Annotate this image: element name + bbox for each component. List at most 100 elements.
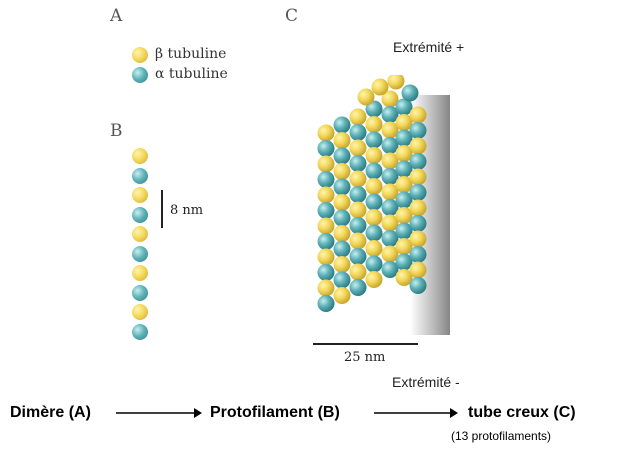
beta-subunit	[333, 132, 351, 149]
alpha-subunit	[409, 215, 427, 232]
alpha-subunit	[395, 222, 413, 240]
beta-subunit	[381, 152, 399, 170]
panel-label-b: B	[110, 121, 123, 141]
plus-end-label: Extrémité +	[393, 39, 465, 55]
beta-subunit	[395, 176, 413, 193]
beta-subunit	[317, 155, 335, 173]
panel-label-c: C	[285, 6, 299, 26]
scale-label-25nm: 25 nm	[344, 350, 386, 365]
beta-subunit	[317, 124, 335, 142]
beta-subunit	[333, 225, 351, 242]
beta-subunit	[395, 114, 413, 131]
alpha-subunit	[349, 155, 367, 172]
alpha-subunit	[132, 323, 148, 340]
beta-subunit	[333, 256, 351, 273]
beta-subunit	[381, 214, 399, 232]
beta-subunit	[317, 279, 335, 297]
beta-subunit	[333, 194, 351, 211]
beta-subunit	[333, 163, 351, 180]
alpha-subunit	[409, 184, 427, 201]
beta-subunit	[349, 201, 367, 219]
arrow-right-icon	[116, 408, 202, 418]
beta-subunit	[395, 145, 413, 162]
beta-tubulin-swatch	[132, 47, 148, 63]
alpha-subunit	[349, 217, 367, 234]
alpha-subunit	[365, 131, 383, 149]
alpha-subunit	[381, 137, 399, 154]
alpha-subunit	[409, 277, 427, 294]
alpha-subunit	[395, 191, 413, 209]
beta-subunit	[349, 108, 367, 126]
beta-subunit	[365, 209, 383, 226]
alpha-subunit	[317, 140, 335, 157]
alpha-subunit	[349, 248, 367, 265]
minus-end-label: Extrémité -	[392, 374, 460, 390]
beta-subunit	[132, 148, 148, 164]
beta-subunit	[365, 271, 383, 288]
alpha-subunit	[381, 168, 399, 185]
alpha-subunit	[317, 264, 335, 281]
alpha-subunit	[333, 147, 351, 165]
beta-subunit	[387, 75, 405, 90]
beta-subunit	[349, 263, 367, 281]
alpha-subunit	[365, 255, 383, 273]
alpha-subunit	[395, 98, 413, 116]
flow-step-protofilament: Protofilament (B)	[210, 404, 340, 421]
beta-subunit	[132, 304, 148, 320]
beta-tubulin-label: β tubuline	[155, 46, 227, 62]
beta-subunit	[409, 230, 427, 248]
alpha-subunit	[381, 106, 399, 123]
beta-subunit	[381, 121, 399, 139]
alpha-subunit	[381, 199, 399, 216]
beta-subunit	[349, 170, 367, 188]
beta-subunit	[317, 248, 335, 266]
panel-label-a: A	[110, 6, 123, 26]
alpha-tubulin-swatch	[132, 67, 148, 83]
alpha-subunit	[132, 245, 148, 262]
alpha-subunit	[365, 193, 383, 211]
alpha-subunit	[409, 153, 427, 170]
flow-step-tube-note: (13 protofilaments)	[451, 429, 552, 443]
scale-bar-25nm	[313, 343, 418, 345]
alpha-subunit	[132, 206, 148, 223]
beta-subunit	[349, 232, 367, 250]
alpha-subunit	[317, 295, 335, 312]
alpha-tubulin-label: α tubuline	[155, 66, 228, 82]
flow-step-tube: tube creux (C)	[468, 404, 576, 421]
alpha-subunit	[381, 261, 399, 278]
alpha-subunit	[365, 100, 383, 118]
alpha-subunit	[132, 284, 148, 301]
beta-subunit	[132, 187, 148, 203]
beta-subunit	[409, 137, 427, 155]
alpha-subunit	[333, 178, 351, 196]
alpha-subunit	[409, 122, 427, 139]
beta-subunit	[132, 226, 148, 242]
beta-subunit	[395, 207, 413, 224]
protofilament-column	[130, 148, 150, 348]
beta-subunit	[132, 265, 148, 281]
scale-bar-8nm	[161, 190, 163, 228]
beta-subunit	[409, 261, 427, 279]
alpha-subunit	[333, 271, 351, 289]
beta-subunit	[395, 238, 413, 255]
alpha-subunit	[395, 129, 413, 147]
beta-subunit	[365, 240, 383, 257]
beta-subunit	[349, 139, 367, 157]
alpha-subunit	[395, 253, 413, 271]
alpha-subunit	[132, 167, 148, 184]
beta-subunit	[365, 147, 383, 164]
beta-subunit	[365, 116, 383, 133]
microtubule-tube	[317, 75, 450, 335]
alpha-subunit	[409, 246, 427, 263]
beta-subunit	[395, 269, 413, 286]
beta-subunit	[365, 178, 383, 195]
beta-subunit	[381, 90, 399, 108]
alpha-subunit	[395, 160, 413, 178]
beta-subunit	[381, 183, 399, 201]
beta-subunit	[409, 199, 427, 217]
flow-step-dimer: Dimère (A)	[10, 404, 91, 421]
alpha-subunit	[333, 209, 351, 227]
beta-subunit	[333, 287, 351, 304]
alpha-subunit	[333, 116, 351, 134]
beta-subunit	[371, 78, 389, 96]
